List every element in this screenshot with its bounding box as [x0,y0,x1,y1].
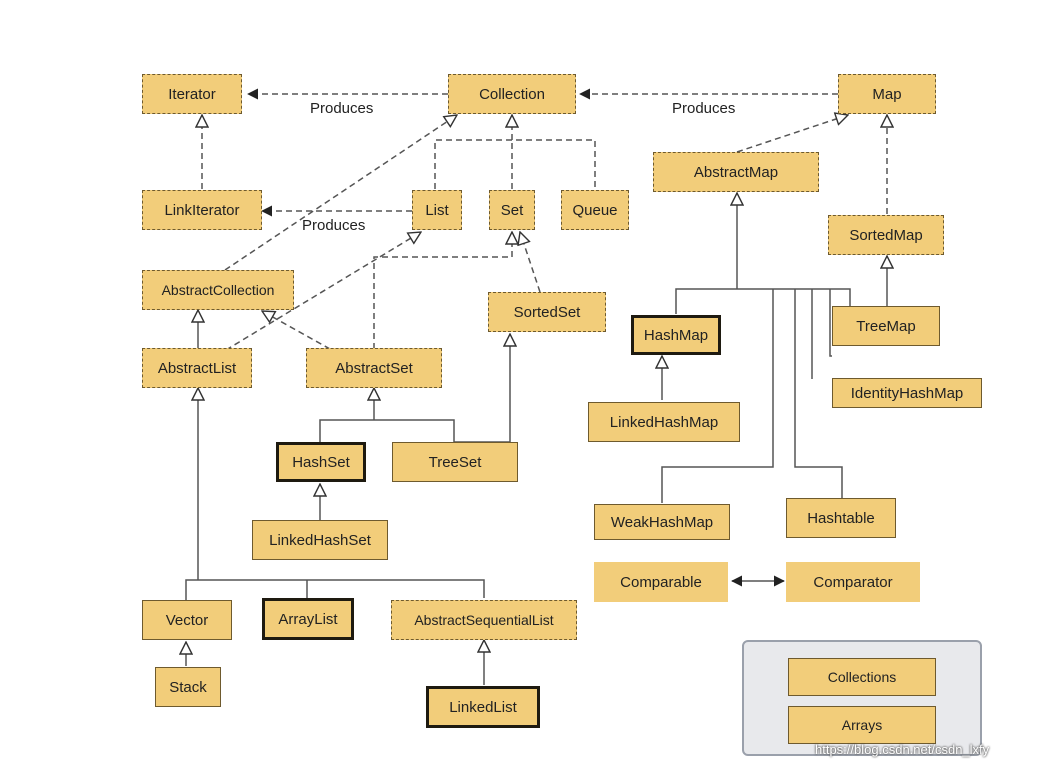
node-stack[interactable]: Stack [155,667,221,707]
node-collection[interactable]: Collection [448,74,576,114]
edge-abstractcollection-collection [224,115,457,271]
edge-abstractlist-list [225,232,421,351]
edge-map-children-bus [675,288,851,314]
edge-hashtable-bus [794,289,843,498]
edge-weakhashmap-bus [661,289,774,503]
node-abstract-list[interactable]: AbstractList [142,348,252,388]
node-array-list[interactable]: ArrayList [262,598,354,640]
node-hashtable[interactable]: Hashtable [786,498,896,538]
edge-abstractmap-map [736,115,848,153]
node-list[interactable]: List [412,190,462,230]
node-tree-map[interactable]: TreeMap [832,306,940,346]
node-link-iterator[interactable]: LinkIterator [142,190,262,230]
edge-treeset-sortedset [454,334,510,443]
node-collections[interactable]: Collections [788,658,936,696]
edge-abstractset-abstractcollection [262,311,331,350]
edge-list-set-queue-bus [434,139,596,189]
node-comparator[interactable]: Comparator [786,562,920,602]
node-identity-hash-map[interactable]: IdentityHashMap [832,378,982,408]
edge-set-children-bus [319,419,455,442]
node-tree-set[interactable]: TreeSet [392,442,518,482]
node-sorted-set[interactable]: SortedSet [488,292,606,332]
node-abstract-collection[interactable]: AbstractCollection [142,270,294,310]
edge-label-list-produces: Produces [302,217,366,234]
node-comparable[interactable]: Comparable [594,562,728,602]
edge-list-children-bus [185,579,485,600]
node-arrays[interactable]: Arrays [788,706,936,744]
node-linked-hash-set[interactable]: LinkedHashSet [252,520,388,560]
node-set[interactable]: Set [489,190,535,230]
node-iterator[interactable]: Iterator [142,74,242,114]
edge-label-map-produces: Produces [672,100,736,117]
node-hash-map[interactable]: HashMap [631,315,721,355]
node-weak-hash-map[interactable]: WeakHashMap [594,504,730,540]
node-sorted-map[interactable]: SortedMap [828,215,944,255]
node-vector[interactable]: Vector [142,600,232,640]
node-abstract-sequential-list[interactable]: AbstractSequentialList [391,600,577,640]
edge-sortedset-set [520,232,541,293]
node-linked-list[interactable]: LinkedList [426,686,540,728]
node-abstract-map[interactable]: AbstractMap [653,152,819,192]
node-hash-set[interactable]: HashSet [276,442,366,482]
node-linked-hash-map[interactable]: LinkedHashMap [588,402,740,442]
edge-label-collection-produces: Produces [310,100,374,117]
node-abstract-set[interactable]: AbstractSet [306,348,442,388]
watermark-text: https://blog.csdn.net/csdn_lxfy [815,742,990,757]
edge-identityhashmap-bus [829,289,832,357]
edge-abstractset-set [373,232,512,349]
node-queue[interactable]: Queue [561,190,629,230]
node-map[interactable]: Map [838,74,936,114]
